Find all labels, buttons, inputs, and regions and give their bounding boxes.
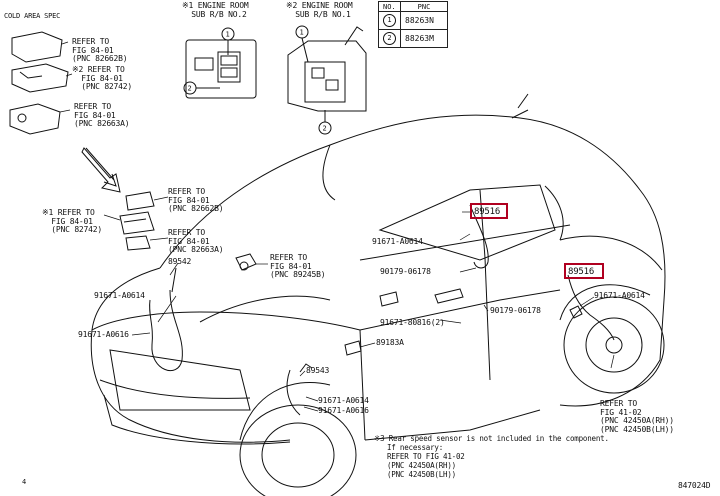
row-number: 2 xyxy=(383,32,396,45)
corner-mark: 4 xyxy=(22,478,27,486)
diagram-code: 847024D xyxy=(678,481,711,490)
row-pnc: 88263M xyxy=(400,29,448,48)
ref-fig41-label: REFER TO FIG 41-02 (PNC 42450A(RH)) (PNC… xyxy=(600,399,674,434)
car-body-drawing xyxy=(91,94,665,496)
component-sketches xyxy=(10,32,256,270)
svg-text:2: 2 xyxy=(323,125,327,133)
svg-text:2: 2 xyxy=(188,85,192,93)
ref-label-3: REFER TO FIG 84-01 (PNC 82663A) xyxy=(74,102,130,128)
part-91671-80816-label: 91671-80816(2) xyxy=(380,318,445,327)
part-91671-a0614-mid-label: 91671-A0614 xyxy=(372,237,423,246)
part-91671-a0616-low-label: 91671-A0616 xyxy=(318,406,369,415)
part-91671-a0616-left-label: 91671-A0616 xyxy=(78,330,129,339)
highlight-box-89516-top xyxy=(470,203,508,219)
part-90179-06178-a-label: 90179-06178 xyxy=(380,267,431,276)
circled-markers: 1 2 1 2 xyxy=(188,29,327,133)
part-91671-a0614-low-label: 91671-A0614 xyxy=(318,396,369,405)
engine-room-sub-rb-no1-label: ※2 ENGINE ROOM SUB R/B NO.1 xyxy=(286,1,353,19)
table-row: 2 88263M xyxy=(378,29,448,48)
highlight-box-89516-right xyxy=(564,263,604,279)
pnc-table: NO. PNC 1 88263N 2 88263M xyxy=(378,1,448,48)
engine-room-sub-rb-no2-drawing xyxy=(184,28,256,98)
part-89516-right-label: 89516 xyxy=(568,267,595,277)
part-89543-label: 89543 xyxy=(306,366,330,375)
part-91671-a0614-right-label: 91671-A0614 xyxy=(594,291,645,300)
leader-lines xyxy=(60,42,614,411)
col-pnc-header: PNC xyxy=(400,1,448,12)
ref-label-1: REFER TO FIG 84-01 (PNC 82662B) xyxy=(72,37,128,63)
col-no-header: NO. xyxy=(378,1,401,12)
part-90179-06178-b-label: 90179-06178 xyxy=(490,306,541,315)
pnc-table-header: NO. PNC xyxy=(378,1,448,12)
table-row: 1 88263N xyxy=(378,11,448,30)
part-89542-label: 89542 xyxy=(168,257,192,266)
rear-speed-sensor-note: ※3 Rear speed sensor is not included in … xyxy=(374,434,609,479)
ref-label-4: REFER TO FIG 84-01 (PNC 82662B) xyxy=(168,187,224,213)
cold-area-spec-label: COLD AREA SPEC xyxy=(4,12,61,20)
engine-room-sub-rb-no1-drawing xyxy=(288,26,366,134)
ref-label-5: ※1 REFER TO FIG 84-01 (PNC 82742) xyxy=(42,208,103,234)
row-pnc: 88263N xyxy=(400,11,448,30)
part-91671-a0614-left-label: 91671-A0614 xyxy=(94,291,145,300)
part-89516-top-label: 89516 xyxy=(474,207,501,217)
svg-text:1: 1 xyxy=(300,29,304,37)
part-89183a-label: 89183A xyxy=(376,338,404,347)
engine-room-sub-rb-no2-label: ※1 ENGINE ROOM SUB R/B NO.2 xyxy=(182,1,249,19)
ref-label-2: ※2 REFER TO FIG 84-01 (PNC 82742) xyxy=(72,65,133,91)
ref-label-7: REFER TO FIG 84-01 (PNC 89245B) xyxy=(270,253,326,279)
row-number: 1 xyxy=(383,14,396,27)
ref-label-6: REFER TO FIG 84-01 (PNC 82663A) xyxy=(168,228,224,254)
svg-text:1: 1 xyxy=(226,31,230,39)
